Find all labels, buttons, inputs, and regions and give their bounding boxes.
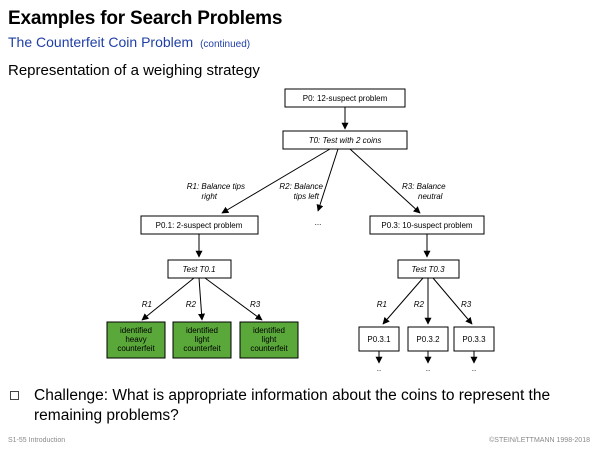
node-p033: P0.3.3 [453,326,495,352]
node-t0: T0: Test with 2 coins [282,130,408,150]
svg-text:right: right [201,192,217,201]
edge-label-r1-left: R1 [142,300,152,309]
subtitle-note: (continued) [200,39,251,50]
svg-text:neutral: neutral [418,192,443,201]
edge-t03-p031 [382,277,424,325]
svg-text:Test T0.1: Test T0.1 [182,265,215,274]
svg-text:P0.3.3: P0.3.3 [462,335,486,344]
edge-label-r3-left: R3 [250,300,261,309]
edge-label-r3-top: R3: Balance neutral [402,182,446,201]
node-t01: Test T0.1 [167,259,232,279]
slide-title: Examples for Search Problems [8,8,283,29]
section-heading: Representation of a weighing strategy [8,62,260,79]
svg-text:P0.3: 10-suspect problem: P0.3: 10-suspect problem [381,221,472,230]
edge-label-r2-left: R2 [186,300,197,309]
bottom-ellipsis-2: .. [426,364,430,373]
mid-ellipsis: ... [315,218,322,227]
svg-text:P0.1: 2-suspect problem: P0.1: 2-suspect problem [156,221,243,230]
edge-t01-heavy [141,277,195,321]
svg-text:light: light [262,335,277,344]
edge-t03-p033 [432,277,473,325]
svg-text:P0.3.1: P0.3.1 [367,335,391,344]
node-t03: Test T0.3 [397,259,460,279]
edge-label-r2-right: R2 [414,300,425,309]
node-p0: P0: 12-suspect problem [284,88,406,108]
edge-label-r1-right: R1 [377,300,387,309]
bottom-ellipsis-1: .. [377,364,381,373]
footer-slide-info: S1-55 Introduction [8,437,66,444]
svg-text:counterfeit: counterfeit [117,344,155,353]
node-p03: P0.3: 10-suspect problem [369,215,485,235]
slide-subtitle: The Counterfeit Coin Problem (continued) [8,34,250,50]
leaf-light-counterfeit-1: identified light counterfeit [172,321,232,359]
svg-text:P0.3.2: P0.3.2 [416,335,440,344]
edge-t0-p01 [221,148,331,214]
node-p01: P0.1: 2-suspect problem [140,215,259,235]
svg-text:tips left: tips left [294,192,320,201]
svg-text:counterfeit: counterfeit [250,344,288,353]
svg-text:T0: Test with 2 coins: T0: Test with 2 coins [309,136,382,145]
svg-text:R3: Balance: R3: Balance [402,182,446,191]
challenge-text: Challenge: What is appropriate informati… [34,387,551,424]
svg-text:Test T0.3: Test T0.3 [411,265,445,274]
bottom-ellipsis-3: .. [472,364,476,373]
edge-label-r1-top: R1: Balance tips right [187,182,245,201]
leaf-light-counterfeit-2: identified light counterfeit [239,321,299,359]
challenge-bullet: Challenge: What is appropriate informati… [10,386,579,426]
edge-label-r3-right: R3 [461,300,472,309]
node-p032: P0.3.2 [407,326,449,352]
footer-copyright: ©STEIN/LETTMANN 1998-2018 [489,437,590,444]
svg-text:R1: Balance tips: R1: Balance tips [187,182,245,191]
svg-text:R2: Balance: R2: Balance [279,182,323,191]
svg-text:identified: identified [186,326,218,335]
svg-text:light: light [195,335,210,344]
edge-label-r2-top: R2: Balance tips left [279,182,323,201]
node-p031: P0.3.1 [358,326,400,352]
edge-t01-light1 [198,277,206,321]
svg-text:counterfeit: counterfeit [183,344,221,353]
edge-t01-light2 [204,277,263,321]
subtitle-text: The Counterfeit Coin Problem [8,34,194,50]
svg-text:identified: identified [253,326,285,335]
svg-text:P0: 12-suspect problem: P0: 12-suspect problem [303,94,388,103]
edge-t0-ellipsis [316,148,339,212]
leaf-heavy-counterfeit: identified heavy counterfeit [106,321,166,359]
svg-text:identified: identified [120,326,152,335]
svg-text:heavy: heavy [125,335,146,344]
edge-t0-p03 [349,148,421,214]
bullet-square-icon [10,391,19,400]
